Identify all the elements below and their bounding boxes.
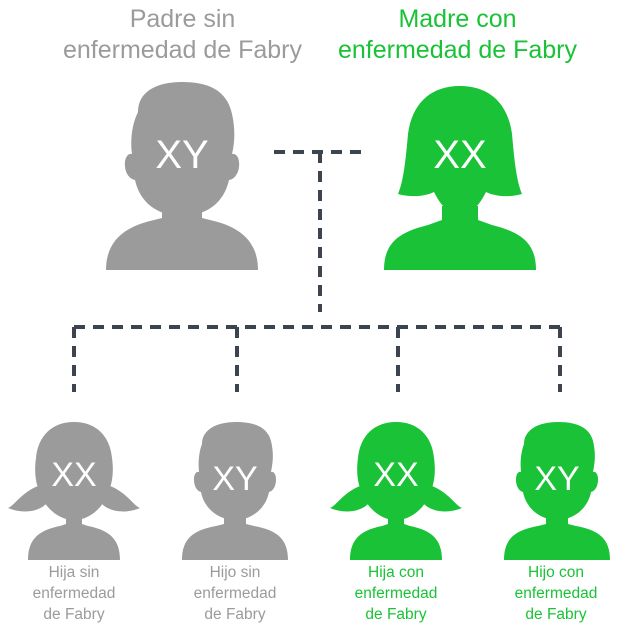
daughter-affected-label: Hija con enfermedad de Fabry — [354, 564, 438, 623]
daughter-unaffected-label: Hija sin enfermedad de Fabry — [32, 564, 116, 623]
father-figure: XY — [106, 82, 258, 270]
female-silhouette-icon — [8, 422, 140, 560]
daughter-affected-figure: XX — [330, 422, 462, 560]
male-silhouette-icon — [106, 82, 258, 270]
female-silhouette-icon — [330, 422, 462, 560]
genotype-label: XX — [433, 133, 486, 177]
mother-figure: XX — [384, 86, 536, 270]
genotype-label: XY — [212, 460, 257, 498]
genotype-label: XY — [155, 133, 208, 177]
daughter-unaffected-figure: XX — [8, 422, 140, 560]
son-affected-figure: XY — [504, 422, 610, 560]
genotype-label: XX — [51, 456, 96, 494]
female-silhouette-icon — [384, 86, 536, 270]
son-affected-label: Hijo con enfermedad de Fabry — [514, 564, 598, 623]
genotype-label: XY — [534, 460, 579, 498]
son-unaffected-label: Hijo sin enfermedad de Fabry — [193, 564, 277, 623]
son-unaffected-figure: XY — [182, 422, 288, 560]
male-silhouette-icon — [182, 422, 288, 560]
mother-label: Madre con enfermedad de Fabry — [337, 5, 578, 64]
genotype-label: XX — [373, 456, 418, 494]
male-silhouette-icon — [504, 422, 610, 560]
father-label: Padre sin enfermedad de Fabry — [62, 5, 303, 64]
